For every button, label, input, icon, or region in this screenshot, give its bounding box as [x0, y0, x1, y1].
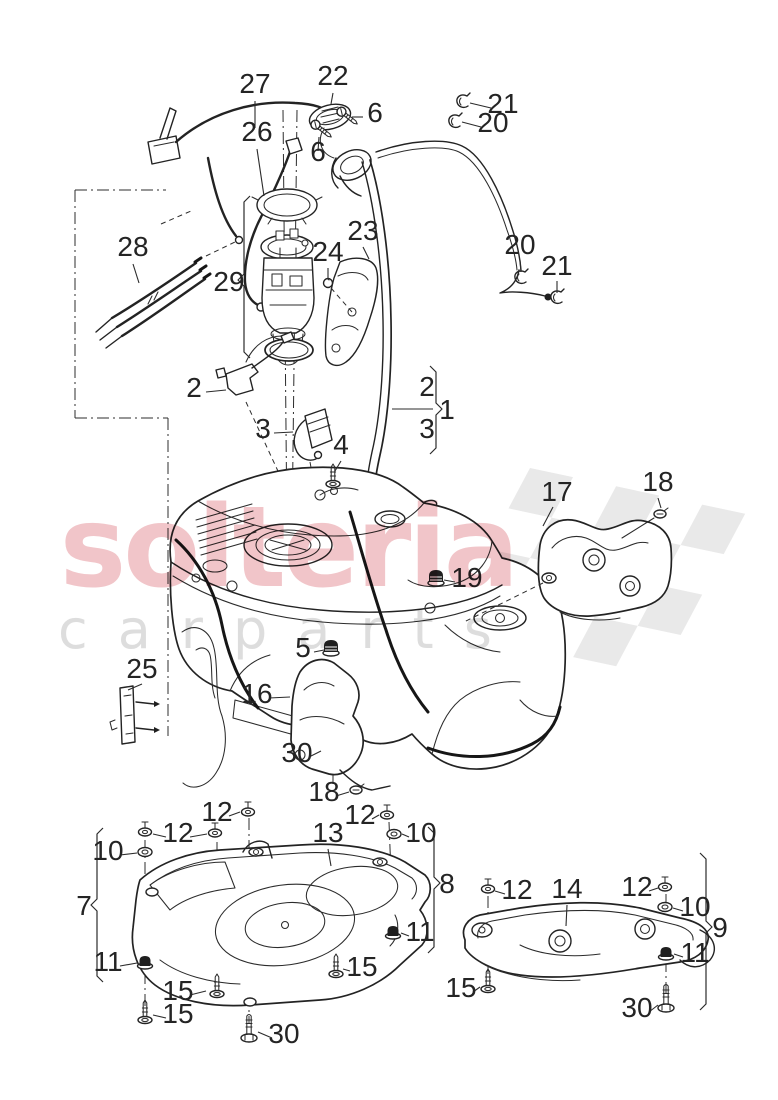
callout-3: 3	[419, 413, 435, 444]
callout-30: 30	[281, 737, 312, 768]
clip-icon	[456, 92, 471, 109]
callout-2: 2	[186, 372, 202, 403]
washer-ring-icon	[657, 901, 673, 913]
washer-icon	[137, 821, 153, 837]
watermark-tagline-text: carparts	[58, 598, 522, 661]
clip-nut-icon	[349, 783, 365, 795]
callout-21: 21	[541, 250, 572, 281]
callout-26: 26	[241, 116, 272, 147]
watermark-brand-text: solteria	[60, 483, 517, 613]
callout-8: 8	[439, 868, 455, 899]
callout-14: 14	[551, 873, 582, 904]
callout-5: 5	[295, 632, 311, 663]
breather-line	[375, 140, 552, 301]
group-braces	[90, 195, 713, 1011]
callout-23: 23	[347, 215, 378, 246]
heat-shield-14	[462, 901, 716, 982]
vent-line-valve	[147, 101, 341, 245]
washer-icon	[480, 878, 496, 894]
filler-pipe	[361, 159, 438, 515]
callout-15: 15	[162, 975, 193, 1006]
callout-6: 6	[367, 97, 383, 128]
watermark: solteria carparts	[58, 483, 522, 661]
callout-27: 27	[239, 68, 270, 99]
callout-10: 10	[679, 891, 710, 922]
callout-20: 20	[504, 229, 535, 260]
callout-11: 11	[680, 937, 709, 968]
washer-icon	[657, 876, 673, 892]
callout-15: 15	[162, 998, 193, 1029]
grommet-icon	[322, 277, 334, 289]
callout-17: 17	[541, 476, 572, 507]
callout-13: 13	[312, 817, 343, 848]
callout-12: 12	[501, 874, 532, 905]
bracket-23	[324, 257, 379, 367]
callout-2: 2	[419, 371, 435, 402]
callout-21: 21	[487, 88, 518, 119]
seal-ring	[264, 338, 314, 362]
filler-neck	[331, 149, 372, 197]
skid-plate-13	[131, 840, 432, 1007]
callout-16: 16	[241, 678, 272, 709]
callout-25: 25	[126, 653, 157, 684]
callout-11: 11	[405, 916, 434, 947]
fuel-pump-module	[251, 188, 323, 366]
callout-11: 11	[93, 946, 122, 977]
callout-9: 9	[712, 912, 728, 943]
clip-icon	[448, 112, 463, 129]
leader-lines	[119, 92, 684, 1039]
callout-19: 19	[451, 562, 482, 593]
callout-28: 28	[117, 231, 148, 262]
callout-15: 15	[346, 951, 377, 982]
callout-1: 1	[439, 394, 455, 425]
hose-set-28	[95, 210, 236, 349]
callout-15: 15	[445, 972, 476, 1003]
vent-pipe-26	[243, 137, 303, 312]
fuel-tank	[169, 466, 567, 770]
callout-3: 3	[255, 413, 271, 444]
callout-4: 4	[333, 429, 349, 460]
heat-shield-16	[290, 658, 391, 791]
callout-12: 12	[621, 871, 652, 902]
bracket-25	[109, 685, 160, 745]
heat-shield-17	[463, 517, 673, 623]
callout-12: 12	[201, 796, 232, 827]
callout-22: 22	[317, 60, 348, 91]
callout-20: 20	[477, 107, 508, 138]
jet-pump	[293, 408, 333, 539]
callout-12: 12	[162, 817, 193, 848]
callout-24: 24	[312, 236, 343, 267]
callout-10: 10	[405, 817, 436, 848]
callout-12: 12	[344, 799, 375, 830]
callout-30: 30	[268, 1018, 299, 1049]
callout-18: 18	[642, 466, 673, 497]
body-panel-outline	[181, 627, 226, 788]
washer-ring-icon	[386, 828, 402, 840]
callout-18: 18	[308, 776, 339, 807]
washer-icon	[379, 804, 395, 820]
clip-nut-icon	[653, 507, 669, 519]
callout-6: 6	[310, 136, 326, 167]
callout-29: 29	[213, 266, 244, 297]
washer-icon	[240, 801, 256, 817]
callout-7: 7	[76, 890, 92, 921]
callout-10: 10	[92, 835, 123, 866]
sender-unit	[215, 331, 309, 537]
washer-ring-icon	[137, 846, 153, 858]
callout-30: 30	[621, 992, 652, 1023]
